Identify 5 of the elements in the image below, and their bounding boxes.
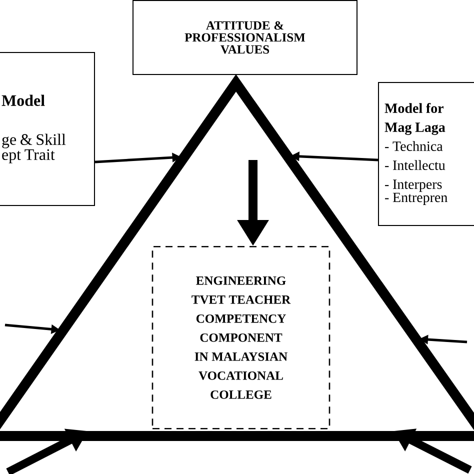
model-box: Model for Mag Laga - Technica - Intellectu - Interpers - Entrepren xyxy=(378,82,474,226)
title-box: ATTITUDE & PROFESSIONALISM VALUES xyxy=(132,0,358,75)
dashed-box: ENGINEERING TVET TEACHER COMPETENCY COMPONENT IN MALAYSIAN VOCATIONAL COLLEGE xyxy=(152,246,330,430)
model-box: Model ge & Skill ept Trait xyxy=(0,52,95,206)
triangle xyxy=(0,74,474,441)
